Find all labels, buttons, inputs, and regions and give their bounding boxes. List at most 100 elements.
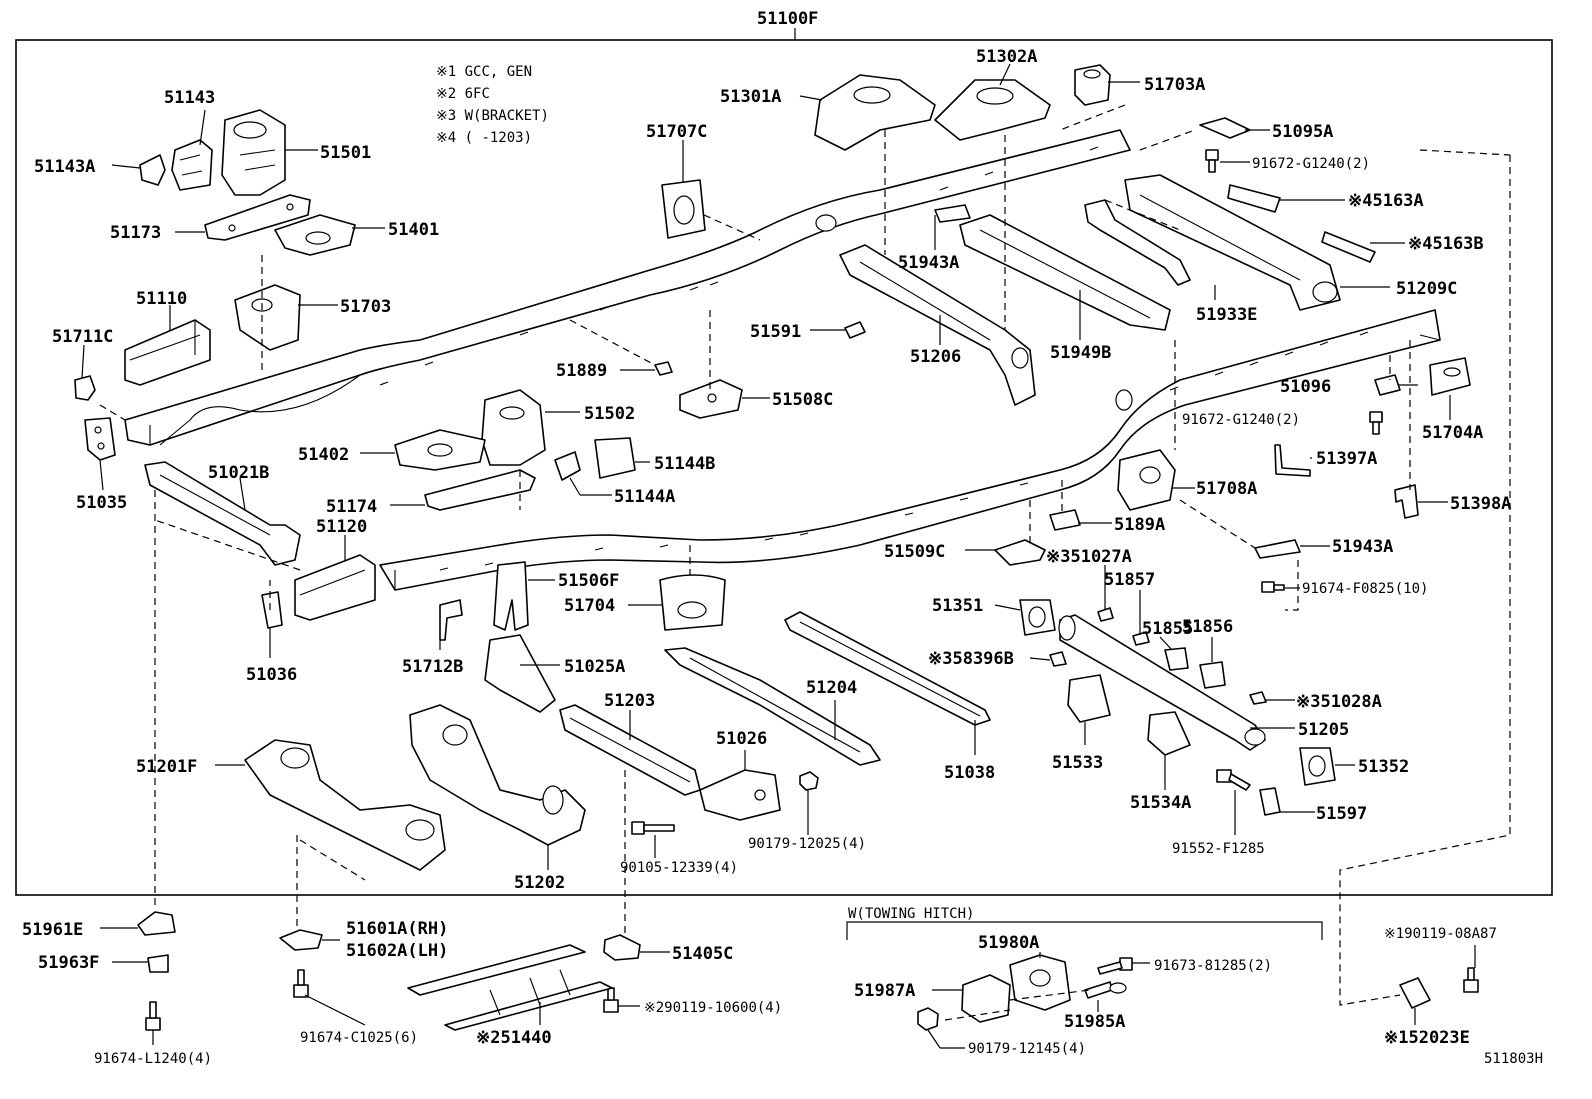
part-90119-10600-bolt[interactable] (603, 987, 619, 1013)
part-51704-bracket[interactable] (659, 574, 726, 631)
part-51352-flange[interactable] (1299, 747, 1336, 786)
part-51027A-clip[interactable] (1097, 607, 1114, 622)
part-51943A-bracket-right[interactable] (1254, 539, 1301, 559)
label-51174[interactable]: 51174 (326, 497, 377, 517)
part-51174-plate[interactable] (424, 469, 536, 511)
part-51506F-bracket[interactable] (493, 561, 529, 631)
part-52023E-pad[interactable] (1399, 977, 1431, 1009)
part-51703A-bracket[interactable] (1074, 64, 1111, 106)
part-51405C-mount[interactable] (603, 934, 641, 961)
part-51509C-bracket[interactable] (994, 539, 1046, 566)
label-51506F[interactable]: 51506F (558, 571, 619, 591)
label-51963F[interactable]: 51963F (38, 953, 99, 973)
part-51398A-bracket[interactable] (1394, 484, 1419, 519)
part-5163B-plate[interactable] (1321, 231, 1376, 263)
part-51095A-plate[interactable] (1199, 117, 1251, 139)
part-51205-crossmember-tube[interactable] (1058, 614, 1266, 751)
label-51035[interactable]: 51035 (76, 493, 127, 513)
part-58396B-clip[interactable] (1049, 651, 1067, 667)
label-51703[interactable]: 51703 (340, 297, 391, 317)
label-5163A[interactable]: ※45163A (1348, 191, 1424, 211)
part-51601A-bracket[interactable] (279, 929, 323, 951)
label-51120[interactable]: 51120 (316, 517, 367, 537)
label-51402[interactable]: 51402 (298, 445, 349, 465)
label-51143[interactable]: 51143 (164, 88, 215, 108)
label-51857[interactable]: 51857 (1104, 570, 1155, 590)
part-51026-bracket[interactable] (699, 769, 781, 821)
label-51028A[interactable]: ※351028A (1296, 692, 1382, 712)
part-91552-F1285-bolt[interactable] (1216, 769, 1251, 791)
label-51949B[interactable]: 51949B (1050, 343, 1111, 363)
label-51855[interactable]: 51855 (1142, 619, 1193, 639)
part-91674-F0825-bolt[interactable] (1261, 581, 1285, 593)
label-51025A[interactable]: 51025A (564, 657, 625, 677)
part-51961E-stopper[interactable] (137, 911, 176, 936)
label-51352[interactable]: 51352 (1358, 757, 1409, 777)
part-51120-crossmember-end[interactable] (294, 554, 376, 621)
label-51933E[interactable]: 51933E (1196, 305, 1257, 325)
label-51943A-top[interactable]: 51943A (898, 253, 959, 273)
label-51987A[interactable]: 51987A (854, 981, 915, 1001)
part-51096-bracket[interactable] (1374, 374, 1401, 396)
part-51502-mount[interactable] (481, 389, 546, 466)
part-51144B-bracket[interactable] (594, 437, 636, 479)
part-51144A-clip[interactable] (554, 451, 581, 481)
part-51351-flange[interactable] (1019, 599, 1056, 636)
part-91674-C1025-bolt[interactable] (293, 969, 309, 998)
label-51508C[interactable]: 51508C (772, 390, 833, 410)
label-51351[interactable]: 51351 (932, 596, 983, 616)
part-90179-12145-nut[interactable] (917, 1007, 939, 1031)
part-51591-clip[interactable] (844, 321, 866, 339)
label-90179-12145[interactable]: 90179-12145(4) (968, 1041, 1086, 1057)
part-90105-12339-bolt[interactable] (631, 821, 675, 835)
part-91673-81285-bolt[interactable] (1097, 957, 1133, 975)
part-51534A-bracket[interactable] (1147, 711, 1191, 756)
part-51021B-crossmember[interactable] (144, 461, 301, 566)
label-51943A-right[interactable]: 51943A (1332, 537, 1393, 557)
part-51501-mount[interactable] (221, 109, 286, 196)
part-51933E-bracket[interactable] (1084, 199, 1191, 286)
label-51405C[interactable]: 51405C (672, 944, 733, 964)
label-51021B[interactable]: 51021B (208, 463, 269, 483)
label-51401[interactable]: 51401 (388, 220, 439, 240)
label-51302A[interactable]: 51302A (976, 47, 1037, 67)
label-90105-12339[interactable]: 90105-12339(4) (620, 860, 738, 876)
label-51026[interactable]: 51026 (716, 729, 767, 749)
part-51036-clip[interactable] (261, 591, 283, 629)
label-51509C[interactable]: 51509C (884, 542, 945, 562)
part-51533-bracket[interactable] (1067, 674, 1111, 723)
part-51703-bracket[interactable] (234, 284, 301, 351)
part-51857-clip[interactable] (1132, 631, 1150, 646)
label-51203[interactable]: 51203 (604, 691, 655, 711)
label-91674-F0825[interactable]: 91674-F0825(10) (1302, 581, 1428, 597)
part-51206-crossmember[interactable] (839, 244, 1036, 406)
main-assembly-label[interactable]: 51100F (757, 9, 818, 29)
part-51302A-spring-seat[interactable] (934, 79, 1051, 141)
label-51143A[interactable]: 51143A (34, 157, 95, 177)
label-51096[interactable]: 51096 (1280, 377, 1331, 397)
label-51036[interactable]: 51036 (246, 665, 297, 685)
part-5163A-plate[interactable] (1227, 184, 1281, 213)
label-51206[interactable]: 51206 (910, 347, 961, 367)
label-90179-12025[interactable]: 90179-12025(4) (748, 836, 866, 852)
part-51711C-clip[interactable] (74, 375, 96, 401)
part-51980A-hitch[interactable] (1009, 954, 1071, 1011)
label-51095A[interactable]: 51095A (1272, 122, 1333, 142)
label-51985A[interactable]: 51985A (1064, 1012, 1125, 1032)
part-90119-08A87-bolt[interactable] (1463, 967, 1479, 993)
part-51856-bracket[interactable] (1199, 661, 1226, 689)
label-51707C[interactable]: 51707C (646, 122, 707, 142)
label-51502[interactable]: 51502 (584, 404, 635, 424)
label-91672-G1240-b[interactable]: 91672-G1240(2) (1182, 412, 1300, 428)
part-51597-clip[interactable] (1259, 787, 1281, 816)
part-51201F-crossmember[interactable] (244, 739, 446, 871)
part-90179-12025-nut[interactable] (799, 771, 819, 791)
label-51602A[interactable]: 51602A(LH) (346, 941, 448, 961)
label-91672-G1240-a[interactable]: 91672-G1240(2) (1252, 156, 1370, 172)
part-51209C-crossmember[interactable] (1124, 174, 1341, 311)
part-51707C-bracket[interactable] (661, 179, 706, 239)
part-51202-crossmember[interactable] (409, 704, 586, 846)
label-51533[interactable]: 51533 (1052, 753, 1103, 773)
part-51204-crossmember[interactable] (664, 647, 881, 766)
label-51889[interactable]: 51889 (556, 361, 607, 381)
